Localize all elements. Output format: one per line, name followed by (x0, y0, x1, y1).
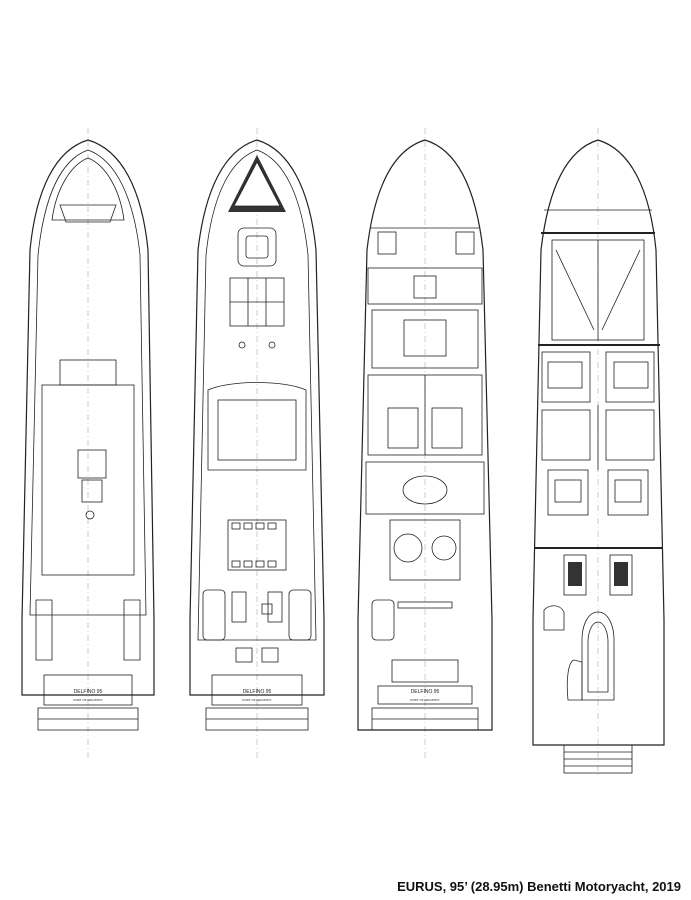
sundeck-plan: DELFINO 95 PORT OF REGISTRY (21, 128, 155, 760)
sundeck-port-label: PORT OF REGISTRY (73, 698, 102, 702)
maindeck-transom-label: DELFINO 95 (411, 689, 440, 695)
dining-chairs (231, 522, 277, 568)
sundeck-transom-label: DELFINO 95 (74, 689, 103, 695)
upperdeck-transom-label: DELFINO 95 (243, 689, 272, 695)
lowerdeck-plan (532, 128, 665, 775)
figure-caption: EURUS, 95’ (28.95m) Benetti Motoryacht, … (397, 879, 681, 894)
upperdeck-plan: DELFINO 95 PORT OF REGISTRY (189, 128, 325, 760)
engines (563, 554, 633, 596)
upperdeck-port-label: PORT OF REGISTRY (242, 698, 271, 702)
maindeck-port-label: PORT OF REGISTRY (410, 698, 439, 702)
maindeck-plan: DELFINO 95 PORT OF REGISTRY (357, 128, 493, 760)
